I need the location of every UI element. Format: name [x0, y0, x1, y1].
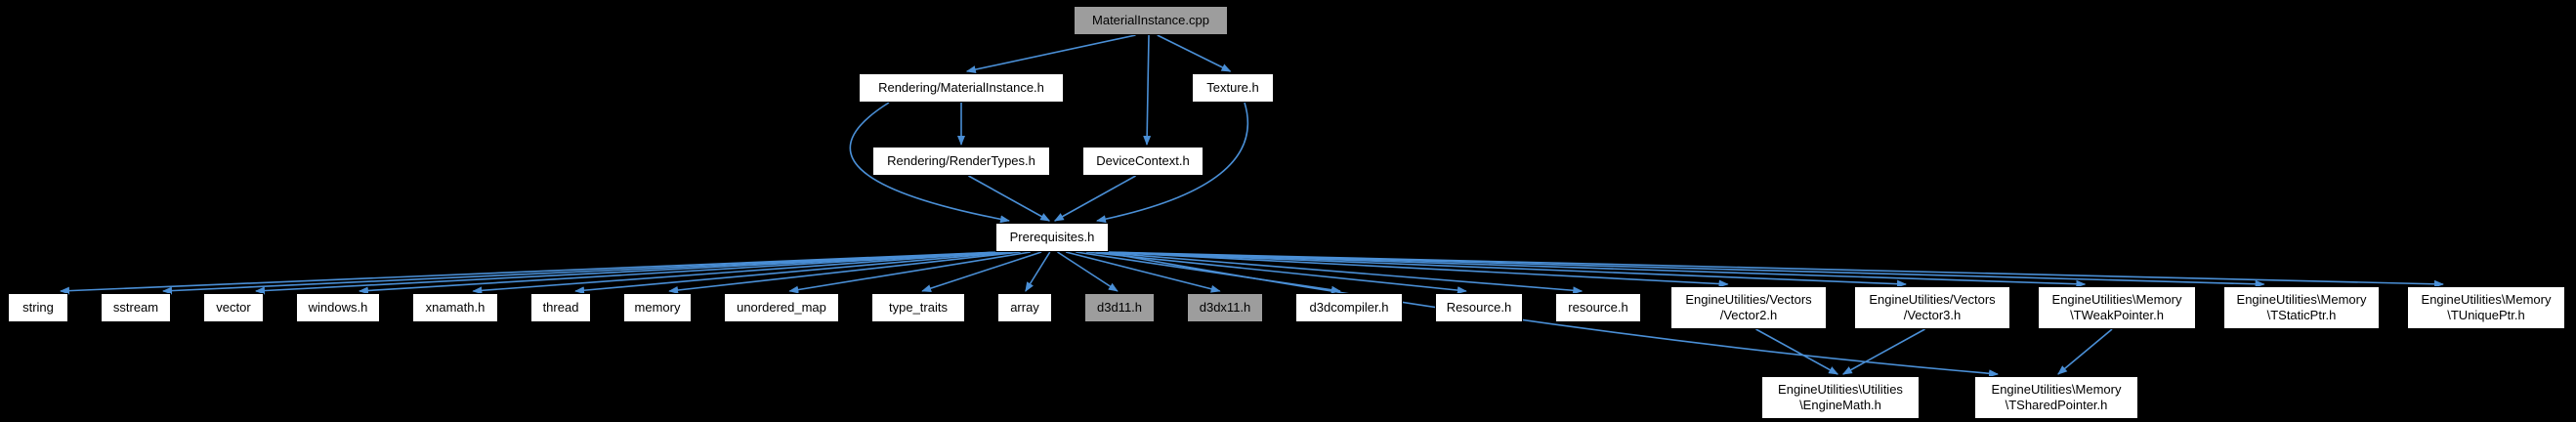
node-thread[interactable]: thread [530, 293, 591, 322]
edge-prerequisites-h-d3d11-h [1057, 251, 1119, 292]
node-d3dcompiler-h[interactable]: d3dcompiler.h [1295, 293, 1403, 322]
node-tuniqueptr-h[interactable]: EngineUtilities\Memory \TUniquePtr.h [2407, 286, 2565, 329]
node-prerequisites-h[interactable]: Prerequisites.h [995, 223, 1109, 252]
edge-prerequisites-h-d3dx11-h [1065, 251, 1221, 293]
edge-prerequisites-h-array [1025, 251, 1051, 292]
edge-texture-h-prerequisites-h [1096, 102, 1249, 224]
edge-prerequisites-h-unordered-map [788, 251, 1031, 294]
node-memory[interactable]: memory [623, 293, 692, 322]
edge-prerequisites-h-resource-h [1095, 251, 1584, 295]
edge-prerequisites-h-windows-h [358, 251, 1002, 295]
node-materialinstance-cpp[interactable]: MaterialInstance.cpp [1074, 6, 1228, 35]
node-resource-h[interactable]: resource.h [1555, 293, 1641, 322]
edge-prerequisites-h-vector3-h [1102, 251, 1907, 288]
node-type-traits[interactable]: type_traits [871, 293, 965, 322]
node-sstream[interactable]: sstream [101, 293, 171, 322]
node-array[interactable]: array [997, 293, 1052, 322]
edge-prerequisites-h-tuniqueptr-h [1102, 251, 2444, 288]
edge-materialinstance-cpp-texture-h [1157, 34, 1232, 72]
edge-vector2-h-enginemath-h [1755, 328, 1839, 375]
edge-materialinstance-cpp-devicecontext-h [1143, 34, 1152, 146]
node-resource-h-cap[interactable]: Resource.h [1435, 293, 1523, 322]
edge-prerequisites-h-thread [574, 251, 1013, 295]
node-string[interactable]: string [8, 293, 68, 322]
node-rendering-materialinstance-h[interactable]: Rendering/MaterialInstance.h [859, 73, 1064, 103]
edge-prerequisites-h-memory [668, 251, 1021, 294]
edge-prerequisites-h-d3dcompiler-h [1076, 251, 1341, 294]
edge-prerequisites-h-vector2-h [1102, 251, 1729, 288]
node-d3d11-h[interactable]: d3d11.h [1084, 293, 1155, 322]
edge-rendering-materialinstance-h-prerequisites-h [849, 102, 1010, 224]
node-rendering-rendertypes-h[interactable]: Rendering/RenderTypes.h [872, 147, 1050, 176]
edge-materialinstance-cpp-rendering-materialinstance-h [965, 34, 1136, 74]
edge-prerequisites-h-xnamath-h [472, 251, 1005, 295]
edge-devicecontext-h-prerequisites-h [1053, 175, 1136, 222]
node-texture-h[interactable]: Texture.h [1192, 73, 1274, 103]
node-windows-h[interactable]: windows.h [296, 293, 380, 322]
edge-prerequisites-h-type-traits [921, 251, 1042, 292]
edge-tweakpointer-h-tsharedpointer-h [2057, 328, 2113, 375]
node-xnamath-h[interactable]: xnamath.h [412, 293, 498, 322]
node-enginemath-h[interactable]: EngineUtilities\Utilities \EngineMath.h [1761, 376, 1920, 419]
node-d3dx11-h[interactable]: d3dx11.h [1187, 293, 1263, 322]
node-vector3-h[interactable]: EngineUtilities/Vectors /Vector3.h [1854, 286, 2010, 329]
node-unordered-map[interactable]: unordered_map [724, 293, 839, 322]
edge-rendering-rendertypes-h-prerequisites-h [968, 175, 1051, 222]
edge-prerequisites-h-vector [255, 251, 1002, 295]
node-vector[interactable]: vector [203, 293, 264, 322]
edge-vector3-h-enginemath-h [1841, 328, 1925, 375]
node-tweakpointer-h[interactable]: EngineUtilities\Memory \TWeakPointer.h [2038, 286, 2196, 329]
node-vector2-h[interactable]: EngineUtilities/Vectors /Vector2.h [1670, 286, 1827, 329]
edge-prerequisites-h-resource-h-cap [1085, 251, 1467, 295]
node-tstaticptr-h[interactable]: EngineUtilities\Memory \TStaticPtr.h [2223, 286, 2380, 329]
edge-prerequisites-h-tsharedpointer-h [1102, 251, 1999, 378]
node-devicecontext-h[interactable]: DeviceContext.h [1082, 147, 1204, 176]
node-tsharedpointer-h[interactable]: EngineUtilities\Memory \TSharedPointer.h [1974, 376, 2138, 419]
